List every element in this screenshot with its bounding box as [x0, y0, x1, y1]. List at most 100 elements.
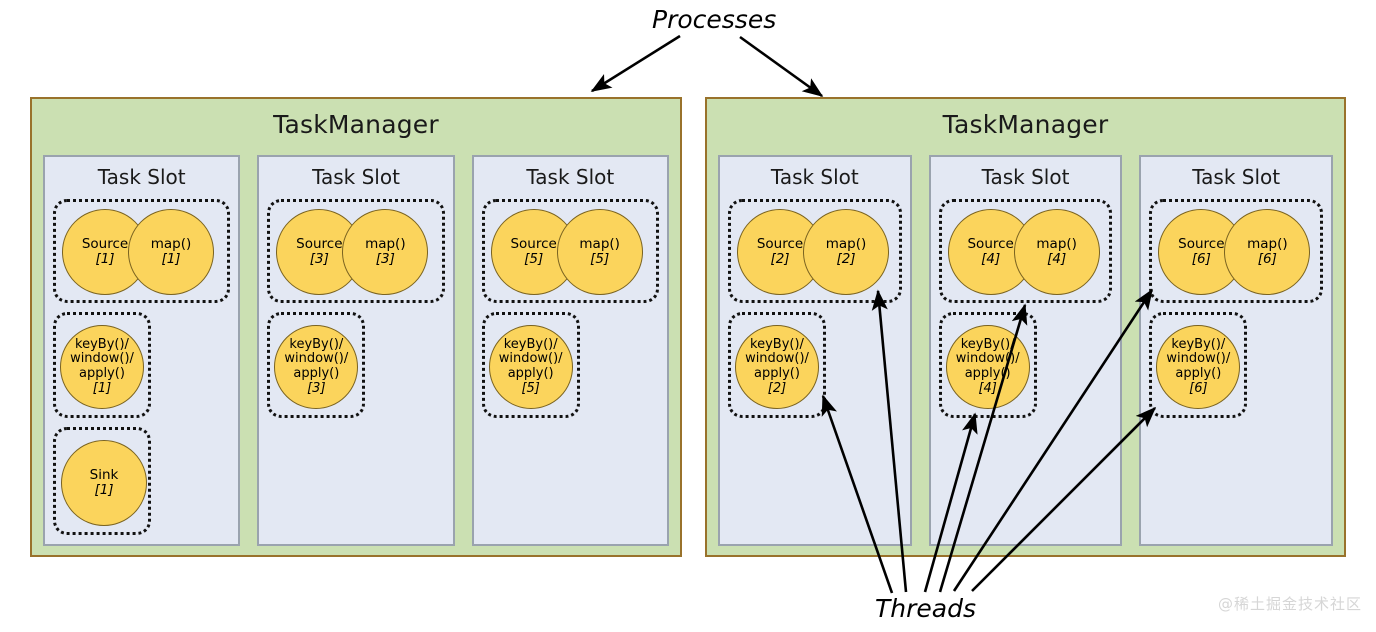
- operator-keyby-line3: apply(): [754, 366, 800, 381]
- operator-map[interactable]: map() [6]: [1224, 209, 1311, 295]
- operator-keyby-window-apply[interactable]: keyBy()/ window()/ apply() [3]: [274, 325, 359, 409]
- operator-source-index: [4]: [981, 251, 1001, 267]
- operator-chain-source-map: Source [4] map() [4]: [938, 199, 1113, 303]
- operator-chain-source-map: Source [3] map() [3]: [267, 199, 445, 303]
- operator-keyby-index: [2]: [767, 380, 787, 396]
- operator-keyby-index: [6]: [1189, 380, 1208, 396]
- operator-map-name: map(): [150, 235, 192, 252]
- operator-keyby-line1: keyBy()/: [503, 336, 558, 352]
- taskmanager-1-slots: Task Slot Source [1] map() [1] keyBy()/ …: [32, 155, 680, 546]
- operator-chain-window: keyBy()/ window()/ apply() [2]: [728, 312, 826, 418]
- processes-label: Processes: [652, 5, 777, 34]
- operator-keyby-line3: apply(): [293, 366, 340, 381]
- task-slot-4-title: Task Slot: [770, 165, 859, 189]
- task-slot-4[interactable]: Task Slot Source [2] map() [2] keyBy()/ …: [718, 155, 912, 546]
- task-slot-6[interactable]: Task Slot Source [6] map() [6] keyBy()/ …: [1139, 155, 1334, 546]
- operator-sink[interactable]: Sink [1]: [61, 440, 147, 526]
- threads-label: Threads: [875, 594, 976, 623]
- taskmanager-1: TaskManager Task Slot Source [1] map() […: [30, 97, 682, 557]
- operator-keyby-window-apply[interactable]: keyBy()/ window()/ apply() [1]: [60, 325, 144, 409]
- operator-keyby-index: [3]: [307, 380, 326, 396]
- operator-source-name: Source: [81, 235, 129, 252]
- operator-map-index: [2]: [836, 251, 856, 267]
- operator-source-index: [5]: [524, 251, 544, 267]
- operator-map-name: map(): [1036, 235, 1077, 252]
- operator-source-index: [2]: [770, 251, 790, 267]
- operator-keyby-line1: keyBy()/: [750, 336, 804, 352]
- operator-source[interactable]: Source [5]: [490, 209, 577, 295]
- operator-map-name: map(): [365, 235, 406, 252]
- operator-keyby-line3: apply(): [507, 366, 554, 381]
- operator-keyby-line2: window()/: [1166, 351, 1231, 367]
- operator-chain-window: keyBy()/ window()/ apply() [4]: [938, 312, 1037, 418]
- task-slot-1-title: Task Slot: [97, 165, 186, 189]
- operator-keyby-index: [1]: [92, 380, 112, 396]
- operator-map-name: map(): [825, 235, 867, 252]
- operator-chain-window: keyBy()/ window()/ apply() [1]: [53, 312, 151, 418]
- operator-chain-sink: Sink [1]: [53, 427, 151, 535]
- task-slot-5[interactable]: Task Slot Source [4] map() [4] keyBy()/ …: [928, 155, 1123, 546]
- operator-keyby-line3: apply(): [79, 366, 125, 381]
- operator-map-name: map(): [579, 235, 620, 252]
- operator-keyby-window-apply[interactable]: keyBy()/ window()/ apply() [5]: [488, 325, 573, 409]
- operator-source-index: [1]: [95, 251, 115, 267]
- task-slot-3[interactable]: Task Slot Source [5] map() [5] keyBy()/ …: [471, 155, 669, 546]
- operator-keyby-line2: window()/: [284, 351, 349, 367]
- operator-chain-source-map: Source [6] map() [6]: [1149, 199, 1324, 303]
- operator-keyby-line1: keyBy()/: [75, 336, 129, 352]
- operator-map[interactable]: map() [1]: [128, 209, 214, 295]
- operator-map[interactable]: map() [2]: [803, 209, 889, 295]
- operator-keyby-line3: apply(): [1175, 366, 1222, 381]
- operator-chain-source-map: Source [1] map() [1]: [53, 199, 231, 303]
- task-slot-3-title: Task Slot: [526, 165, 615, 189]
- taskmanager-2-slots: Task Slot Source [2] map() [2] keyBy()/ …: [707, 155, 1344, 546]
- operator-source-name: Source: [296, 235, 343, 252]
- operator-map-name: map(): [1247, 235, 1288, 252]
- operator-map[interactable]: map() [3]: [342, 209, 429, 295]
- operator-source-name: Source: [1178, 235, 1225, 252]
- taskmanager-2-title: TaskManager: [942, 110, 1109, 139]
- operator-chain-window: keyBy()/ window()/ apply() [6]: [1149, 312, 1248, 418]
- operator-chain-window: keyBy()/ window()/ apply() [5]: [481, 312, 580, 418]
- operator-keyby-line2: window()/: [745, 351, 809, 367]
- operator-chain-window: keyBy()/ window()/ apply() [3]: [267, 312, 366, 418]
- task-slot-1[interactable]: Task Slot Source [1] map() [1] keyBy()/ …: [43, 155, 241, 546]
- operator-map[interactable]: map() [4]: [1013, 209, 1100, 295]
- operator-keyby-line1: keyBy()/: [1171, 336, 1226, 352]
- processes-arrow-left: [590, 34, 681, 93]
- operator-keyby-index: [5]: [521, 380, 540, 396]
- operator-chain-source-map: Source [5] map() [5]: [481, 199, 659, 303]
- operator-map[interactable]: map() [5]: [556, 209, 643, 295]
- operator-keyby-index: [4]: [978, 380, 997, 396]
- operator-keyby-line2: window()/: [955, 351, 1020, 367]
- operator-map-index: [4]: [1047, 251, 1067, 267]
- taskmanager-1-title: TaskManager: [273, 110, 439, 139]
- task-slot-2[interactable]: Task Slot Source [3] map() [3] keyBy()/ …: [257, 155, 455, 546]
- operator-source-name: Source: [967, 235, 1014, 252]
- operator-keyby-window-apply[interactable]: keyBy()/ window()/ apply() [6]: [1156, 325, 1241, 409]
- operator-map-index: [3]: [375, 251, 395, 267]
- task-slot-5-title: Task Slot: [981, 165, 1070, 189]
- operator-keyby-window-apply[interactable]: keyBy()/ window()/ apply() [2]: [735, 325, 819, 409]
- operator-keyby-line1: keyBy()/: [289, 336, 344, 352]
- watermark: @稀土掘金技术社区: [1217, 595, 1362, 613]
- operator-keyby-line2: window()/: [498, 351, 563, 367]
- operator-map-index: [6]: [1257, 251, 1277, 267]
- operator-sink-name: Sink: [89, 466, 119, 483]
- operator-sink-index: [1]: [94, 482, 114, 498]
- task-slot-6-title: Task Slot: [1192, 165, 1281, 189]
- operator-source-name: Source: [510, 235, 557, 252]
- operator-map-index: [5]: [590, 251, 610, 267]
- task-slot-2-title: Task Slot: [312, 165, 400, 189]
- operator-keyby-line3: apply(): [964, 366, 1011, 381]
- operator-keyby-line1: keyBy()/: [960, 336, 1015, 352]
- processes-arrow-group: [590, 34, 824, 98]
- operator-keyby-line2: window()/: [70, 351, 134, 367]
- operator-keyby-window-apply[interactable]: keyBy()/ window()/ apply() [4]: [945, 325, 1030, 409]
- operator-source-index: [3]: [309, 251, 329, 267]
- operator-chain-source-map: Source [2] map() [2]: [728, 199, 902, 303]
- processes-arrow-right: [739, 35, 824, 98]
- operator-map-index: [1]: [161, 251, 181, 267]
- taskmanager-2: TaskManager Task Slot Source [2] map() […: [705, 97, 1346, 557]
